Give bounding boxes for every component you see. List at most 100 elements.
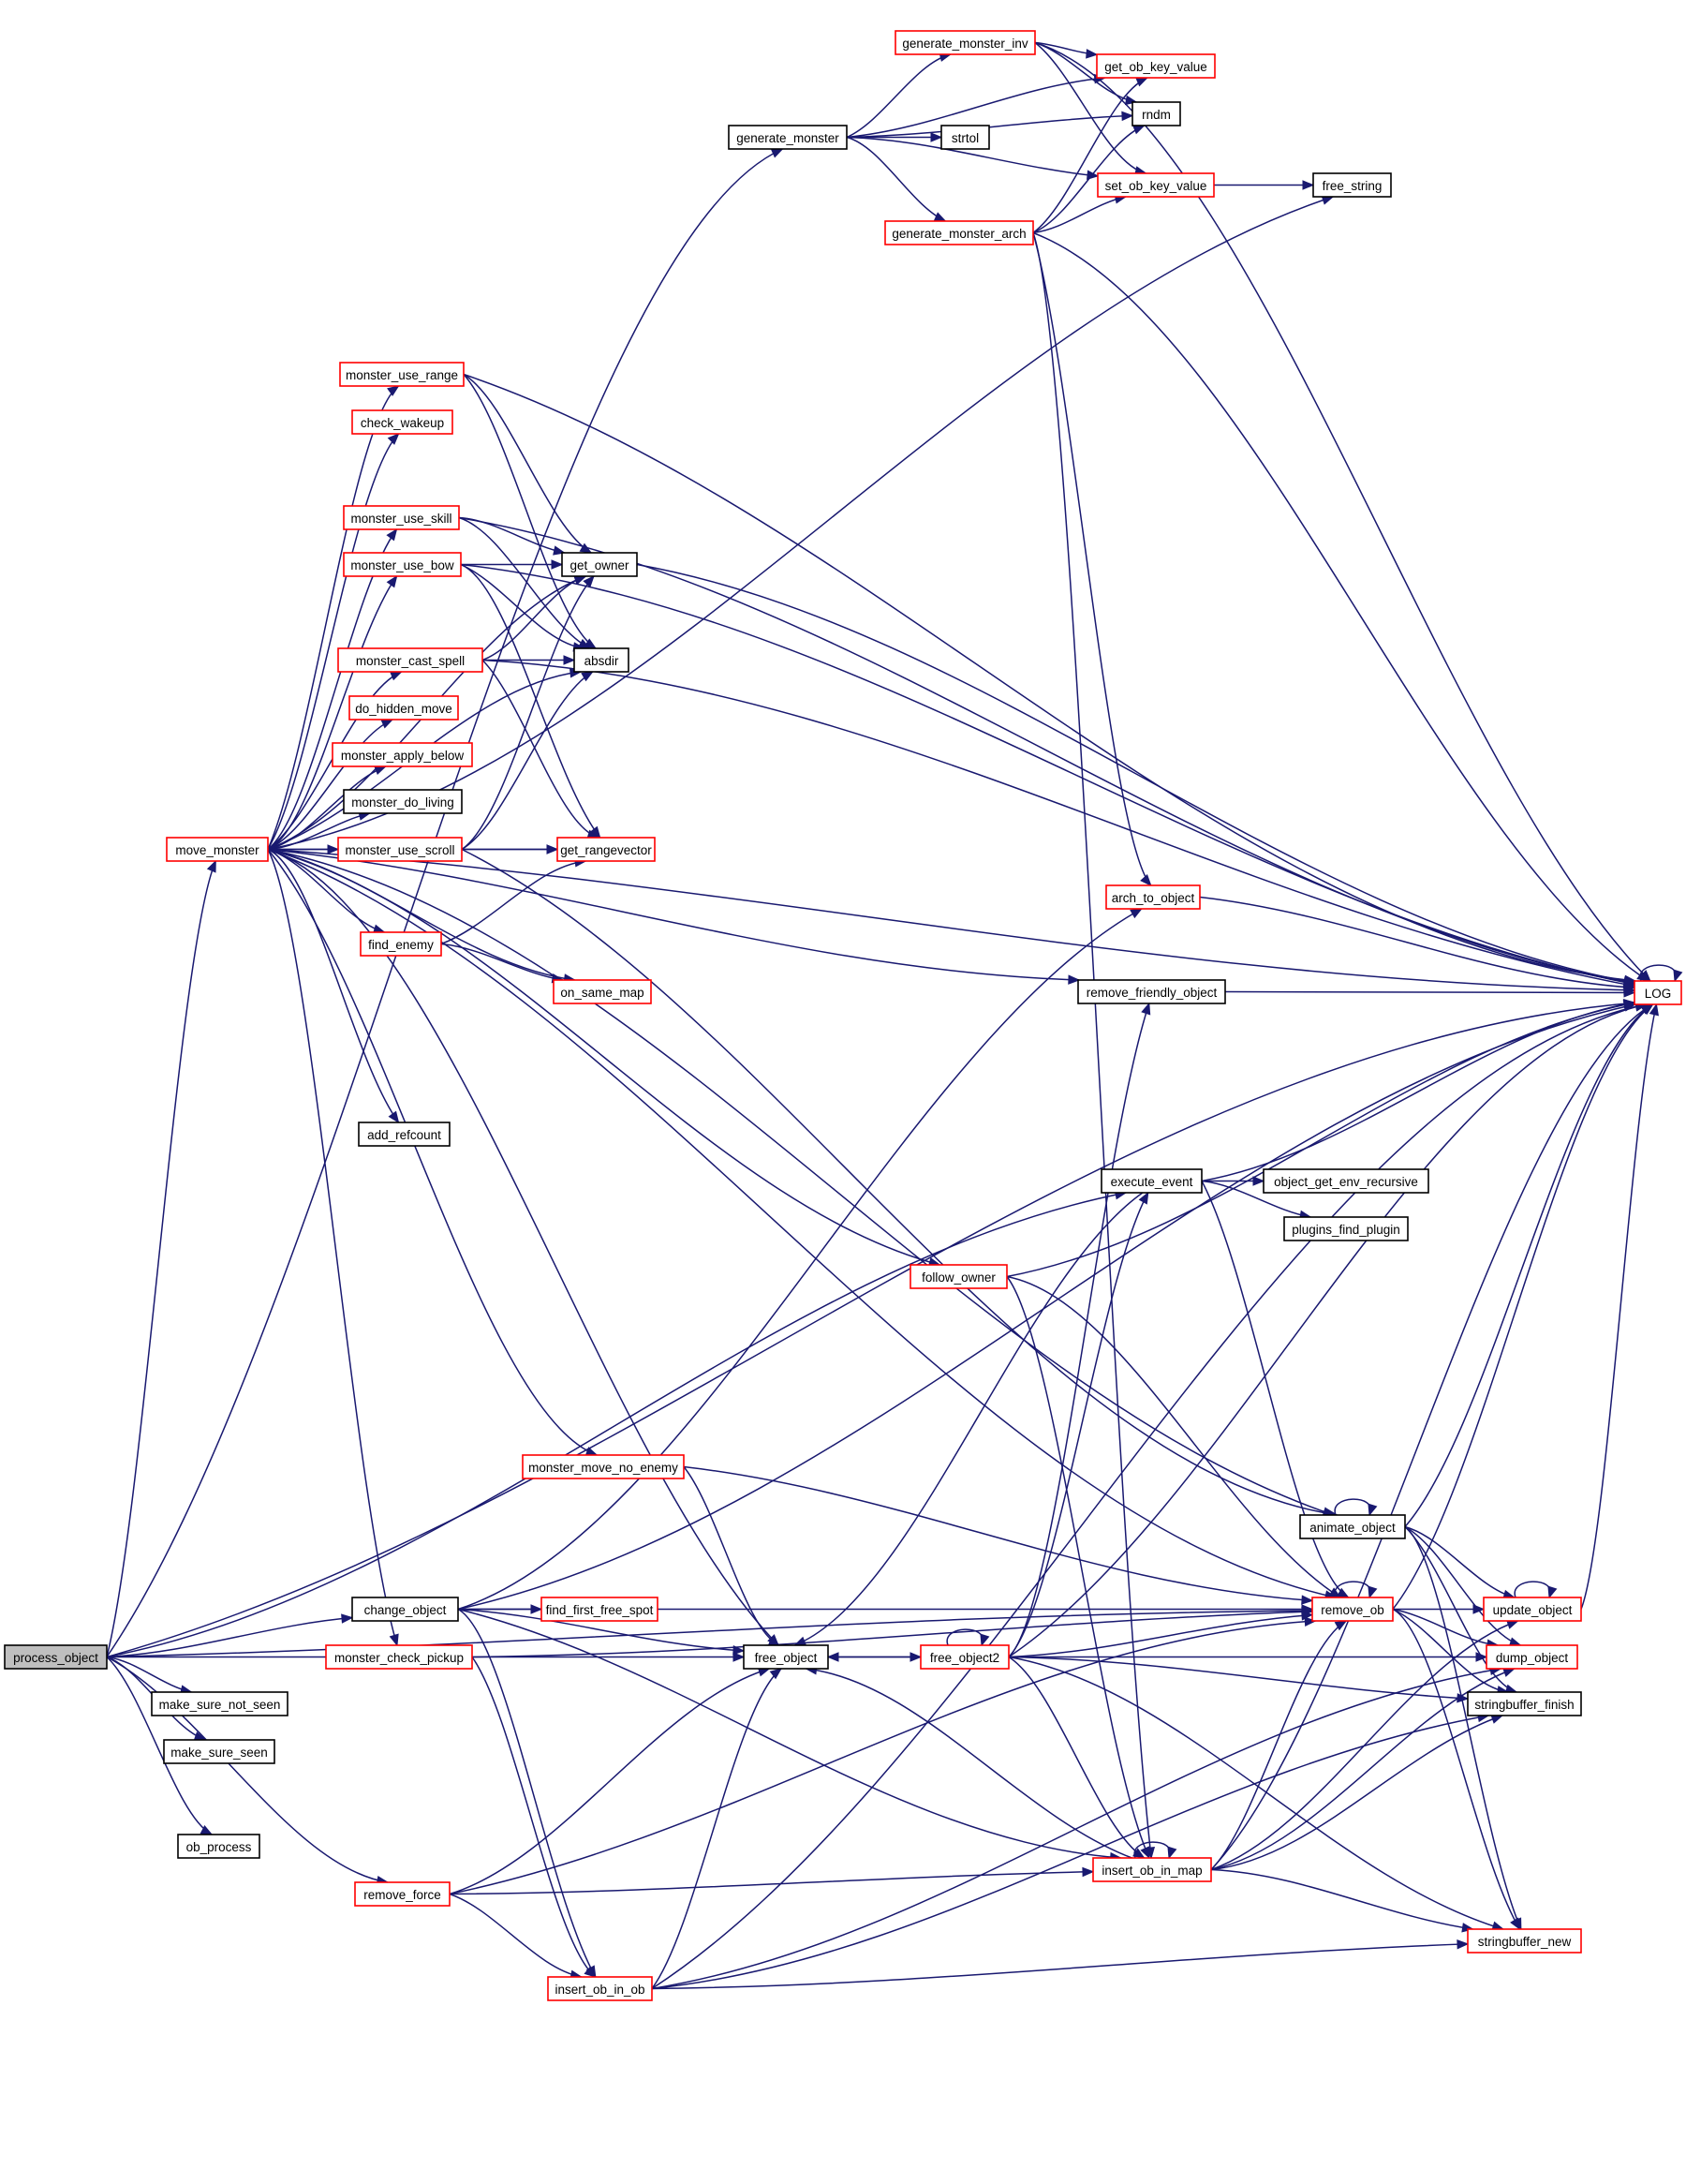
edge-move_monster-to-monster_use_bow-arrowhead (386, 574, 398, 588)
edge-move_monster-to-monster_move_no_enemy (267, 849, 598, 1456)
edge-update_object-to-update_object (1514, 1581, 1551, 1598)
node-monster-do-living[interactable]: monster_do_living (343, 789, 463, 814)
edge-monster_use_scroll-to-absdir (461, 671, 594, 851)
edge-generate_monster-to-get_ob_key_value (846, 77, 1105, 139)
node-label: find_enemy (368, 938, 434, 952)
node-generate-monster[interactable]: generate_monster (728, 125, 848, 150)
edge-monster_use_skill-to-get_owner (458, 516, 565, 554)
node-arch-to-object[interactable]: arch_to_object (1105, 884, 1201, 910)
edge-monster_use_scroll-to-absdir-arrowhead (581, 671, 594, 682)
edge-update_object-to-LOG-arrowhead (1649, 1003, 1659, 1017)
edge-process_object-to-generate_monster-arrowhead (770, 148, 784, 158)
edge-remove_ob-to-stringbuffer_new-arrowhead (1510, 1917, 1521, 1931)
node-get-rangevector[interactable]: get_rangevector (556, 837, 656, 862)
node-label: get_rangevector (560, 843, 652, 857)
node-box (343, 789, 463, 814)
node-get-owner[interactable]: get_owner (561, 552, 638, 577)
node-box (540, 1597, 658, 1622)
node-change-object[interactable]: change_object (351, 1597, 459, 1622)
edge-remove_ob-to-LOG (1392, 1003, 1654, 1610)
edge-move_monster-to-follow_owner (267, 848, 940, 1266)
node-animate-object[interactable]: animate_object (1299, 1514, 1406, 1539)
edge-insert_ob_in_map-to-remove_ob (1210, 1620, 1347, 1871)
node-get-ob-key-value[interactable]: get_ob_key_value (1096, 53, 1216, 79)
node-process-object[interactable]: process_object (4, 1644, 108, 1670)
node-update-object[interactable]: update_object (1483, 1597, 1582, 1622)
node-label: monster_move_no_enemy (528, 1461, 678, 1475)
node-monster-use-bow[interactable]: monster_use_bow (343, 552, 462, 577)
node-monster-apply-below[interactable]: monster_apply_below (332, 742, 473, 767)
edge-monster_check_pickup-to-insert_ob_in_ob (471, 1657, 597, 1978)
node-box (573, 647, 629, 673)
node-strtol[interactable]: strtol (940, 125, 990, 150)
node-execute-event[interactable]: execute_event (1101, 1168, 1203, 1194)
node-box (360, 931, 442, 957)
node-do-hidden-move[interactable]: do_hidden_move (348, 695, 459, 721)
edge-monster_move_no_enemy-to-free_object (683, 1466, 780, 1646)
edge-process_object-to-execute_event (106, 1192, 1127, 1658)
node-check-wakeup[interactable]: check_wakeup (351, 409, 453, 435)
node-on-same-map[interactable]: on_same_map (553, 979, 652, 1004)
node-plugins-find-plugin[interactable]: plugins_find_plugin (1283, 1216, 1409, 1241)
edge-insert_ob_in_ob-to-dump_object (651, 1668, 1501, 1990)
edge-move_monster-to-check_wakeup (267, 433, 400, 850)
node-free-string[interactable]: free_string (1312, 172, 1392, 198)
node-label: dump_object (1496, 1651, 1569, 1665)
edge-generate_monster-to-generate_monster_arch (846, 136, 946, 222)
node-make-sure-seen[interactable]: make_sure_seen (163, 1739, 275, 1764)
node-monster-cast-spell[interactable]: monster_cast_spell (337, 647, 483, 673)
edge-free_object2-to-stringbuffer_new (1008, 1656, 1504, 1930)
node-remove-force[interactable]: remove_force (354, 1881, 451, 1907)
node-label: stringbuffer_new (1478, 1935, 1572, 1949)
edge-animate_object-to-animate_object (1334, 1498, 1371, 1516)
node-box (1283, 1216, 1409, 1241)
node-box (547, 1976, 653, 2001)
edge-monster_use_bow-to-get_rangevector (460, 563, 601, 839)
node-monster-use-scroll[interactable]: monster_use_scroll (337, 837, 463, 862)
node-add-refcount[interactable]: add_refcount (358, 1122, 451, 1147)
node-monster-move-no-enemy[interactable]: monster_move_no_enemy (522, 1454, 685, 1479)
node-label: animate_object (1309, 1521, 1396, 1535)
node-free-object2[interactable]: free_object2 (920, 1644, 1010, 1670)
node-make-sure-not-seen[interactable]: make_sure_not_seen (151, 1691, 288, 1716)
edge-move_monster-to-monster_cast_spell-arrowhead (389, 671, 403, 681)
node-follow-owner[interactable]: follow_owner (910, 1264, 1008, 1289)
node-move-monster[interactable]: move_monster (166, 837, 269, 862)
node-remove-friendly-object[interactable]: remove_friendly_object (1077, 979, 1226, 1004)
node-label: monster_use_bow (350, 558, 454, 572)
node-absdir[interactable]: absdir (573, 647, 629, 673)
node-stringbuffer-finish[interactable]: stringbuffer_finish (1467, 1691, 1582, 1716)
node-remove-ob[interactable]: remove_ob (1311, 1597, 1394, 1622)
node-rndm[interactable]: rndm (1131, 101, 1181, 126)
node-log[interactable]: LOG (1634, 980, 1682, 1005)
edge-monster_use_bow-to-LOG (460, 563, 1635, 986)
node-box (166, 837, 269, 862)
edge-process_object-to-remove_force (106, 1656, 389, 1883)
node-stringbuffer-new[interactable]: stringbuffer_new (1467, 1928, 1582, 1954)
edge-remove_ob-to-update_object-arrowhead (1472, 1604, 1486, 1614)
node-monster-use-range[interactable]: monster_use_range (339, 362, 465, 387)
node-box (163, 1739, 275, 1764)
node-find-enemy[interactable]: find_enemy (360, 931, 442, 957)
node-object-get-env-recursive[interactable]: object_get_env_recursive (1263, 1168, 1429, 1194)
node-generate-monster-arch[interactable]: generate_monster_arch (884, 220, 1034, 245)
node-label: rndm (1142, 108, 1171, 122)
node-insert-ob-in-ob[interactable]: insert_ob_in_ob (547, 1976, 653, 2001)
node-ob-process[interactable]: ob_process (177, 1834, 260, 1859)
node-label: monster_apply_below (341, 749, 465, 763)
node-set-ob-key-value[interactable]: set_ob_key_value (1097, 172, 1215, 198)
node-free-object[interactable]: free_object (743, 1644, 829, 1670)
edge-free_object2-to-LOG (1008, 1003, 1647, 1658)
node-label: find_first_free_spot (546, 1603, 654, 1617)
node-label: remove_force (363, 1888, 441, 1902)
node-monster-check-pickup[interactable]: monster_check_pickup (325, 1644, 473, 1670)
edge-move_monster-to-remove_friendly_object-arrowhead (1068, 974, 1081, 985)
node-label: on_same_map (560, 986, 643, 1000)
node-insert-ob-in-map[interactable]: insert_ob_in_map (1092, 1857, 1212, 1882)
node-dump-object[interactable]: dump_object (1486, 1644, 1578, 1670)
node-box (1483, 1597, 1582, 1622)
node-generate-monster-inv[interactable]: generate_monster_inv (895, 30, 1036, 55)
node-find-first-free-spot[interactable]: find_first_free_spot (540, 1597, 658, 1622)
edge-move_monster-to-monster_check_pickup-arrowhead (389, 1633, 399, 1647)
node-monster-use-skill[interactable]: monster_use_skill (343, 505, 460, 530)
